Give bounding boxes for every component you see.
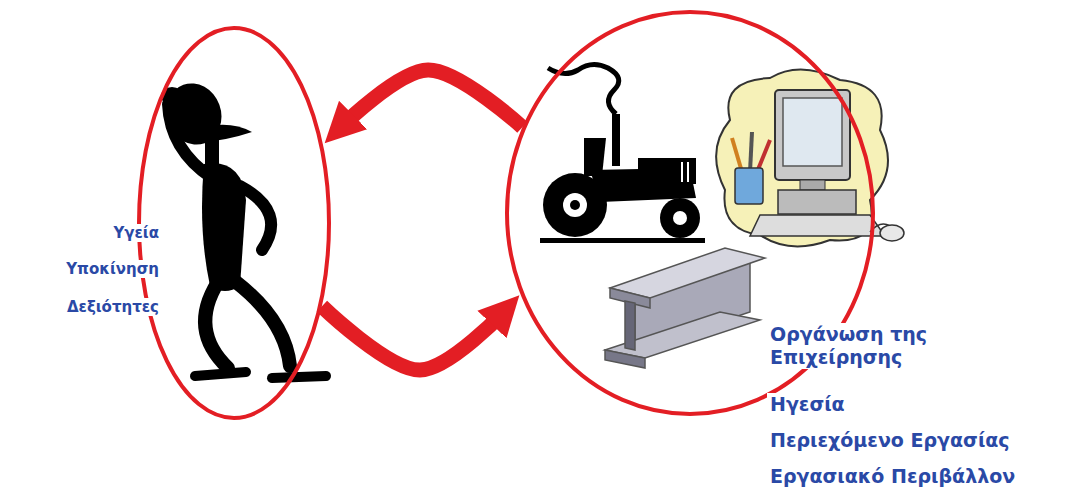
mouse (880, 225, 904, 241)
monitor (775, 90, 850, 180)
factor-label: Ηγεσία (767, 393, 1073, 416)
tractor-icon (540, 64, 705, 243)
worker-figure (158, 76, 326, 378)
exhaust-pipe (612, 114, 620, 166)
screen (783, 98, 842, 166)
ellipse-node: ΥγείαΥποκίνησηΔεξιότητες (137, 26, 331, 420)
factor-label: Οργάνωση της Επιχείρησης (767, 323, 988, 369)
wheel-hub (673, 211, 687, 225)
cloud-background (716, 69, 888, 246)
computer-icon (716, 69, 904, 246)
steel-beam-icon (605, 248, 765, 368)
curved-arrow (340, 70, 522, 128)
pencil (757, 140, 770, 172)
leg (236, 282, 290, 366)
factor-label: Περιεχόμενο Εργασίας (767, 429, 1074, 452)
tool (750, 132, 752, 172)
rear-wheel (543, 173, 607, 237)
grille (687, 162, 689, 182)
pencil (732, 138, 742, 172)
foot (195, 372, 246, 376)
head (158, 76, 230, 153)
beam-flange-end (605, 350, 645, 368)
foot (272, 376, 326, 378)
ellipse-node: Οργάνωση της ΕπιχείρησηςΗγεσίαΠεριεχόμεν… (505, 10, 875, 416)
factor-label: Δεξιότητες (16, 298, 162, 316)
computer-case (778, 190, 856, 214)
beam-web-end (625, 301, 635, 350)
factor-label: Υποκίνηση (16, 260, 162, 278)
ground-line (540, 238, 705, 243)
pencil-cup (735, 168, 763, 204)
arm-on-hip (240, 186, 271, 250)
front-wheel (660, 198, 700, 238)
grille (681, 162, 683, 182)
ellipse-outline (137, 26, 331, 420)
factor-label: Υγεία (16, 224, 162, 242)
leg (205, 282, 228, 368)
keyboard (750, 215, 885, 236)
ellipse-shape (139, 28, 329, 418)
hood (638, 158, 696, 184)
monitor-stand (800, 180, 825, 190)
factor-label: Εργασιακό Περιβάλλον (767, 465, 1074, 488)
wheel-hub (570, 200, 580, 210)
beam-flange (610, 248, 765, 298)
cap-brim (200, 125, 252, 142)
curved-arrow (322, 306, 504, 370)
wheel-hub (563, 193, 587, 217)
